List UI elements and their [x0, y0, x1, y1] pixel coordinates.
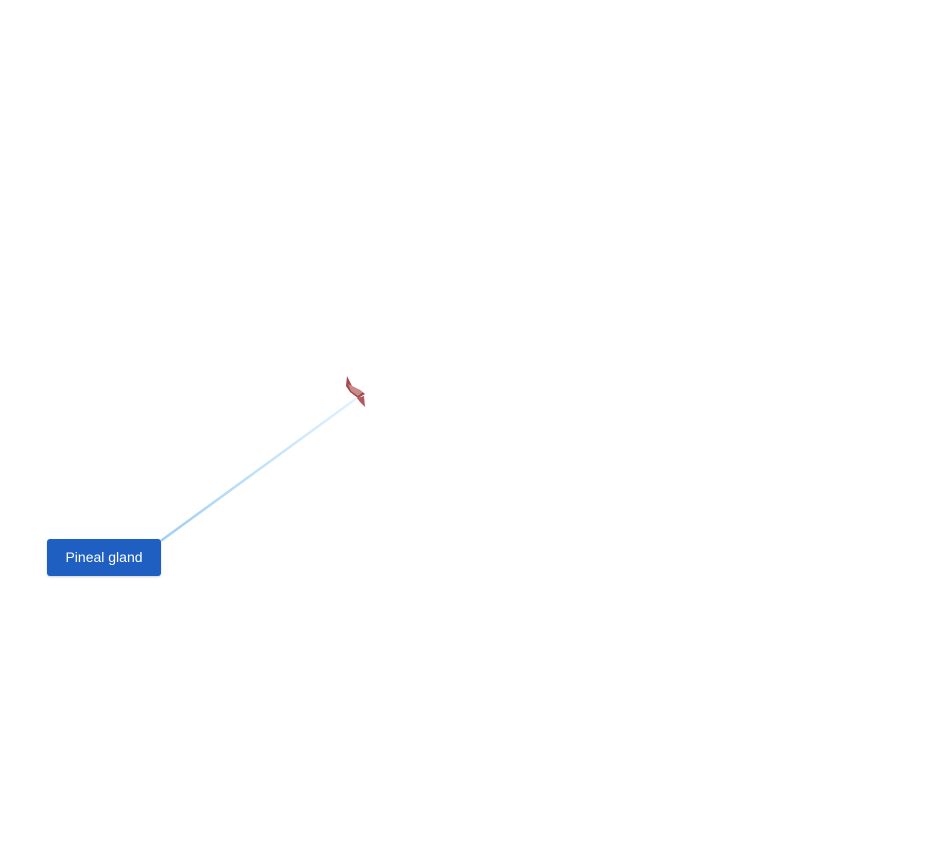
pineal-gland-lobe-upper: [346, 376, 365, 398]
leader-line: [160, 396, 359, 542]
pineal-gland-lobe-lower: [357, 396, 365, 407]
pineal-gland-label-button[interactable]: Pineal gland: [47, 539, 161, 576]
pineal-gland-lobe-mid: [348, 384, 363, 396]
pineal-gland-shape[interactable]: [346, 376, 365, 407]
